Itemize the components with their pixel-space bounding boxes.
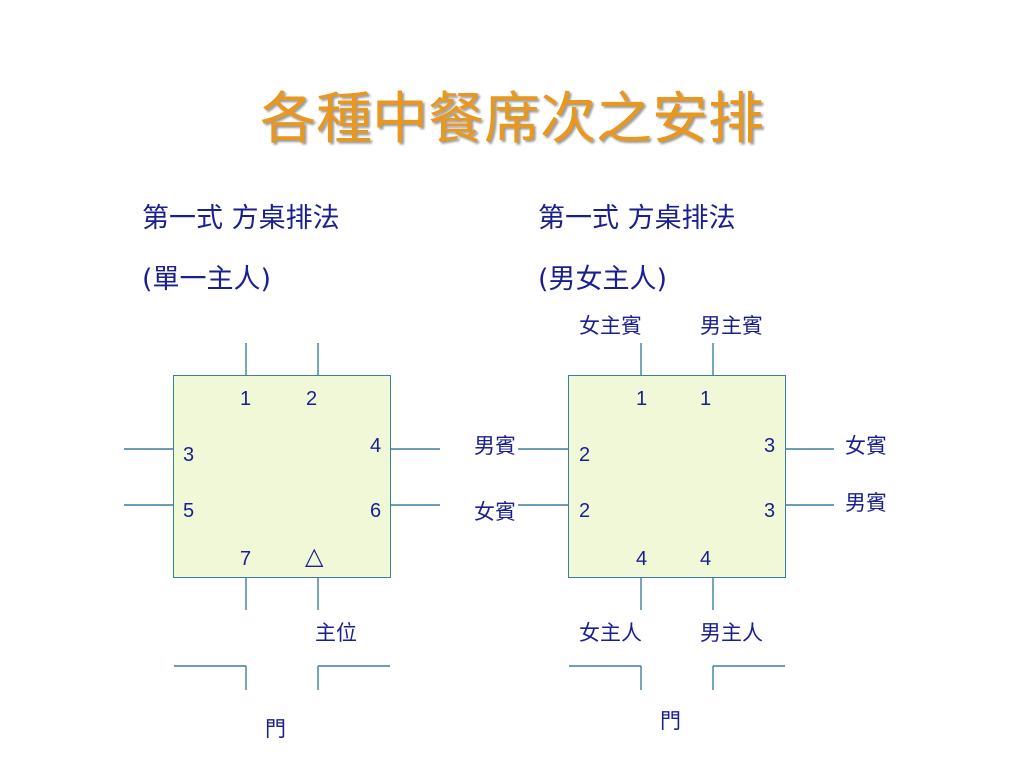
right-seat-right-lower: 3 xyxy=(764,500,776,522)
left-seat-7: 7 xyxy=(240,548,252,570)
left-seat-4: 4 xyxy=(370,435,382,457)
left-host-label: 主位 xyxy=(315,621,357,645)
right-left-upper-label: 男賓 xyxy=(474,434,516,458)
right-heading-line2: (男女主人) xyxy=(538,264,668,295)
right-bottom-left-label: 女主人 xyxy=(579,621,642,645)
left-seat-3: 3 xyxy=(183,444,195,466)
right-top-left-label: 女主賓 xyxy=(579,314,642,338)
right-door-label: 門 xyxy=(660,709,681,733)
right-seat-bottom-left: 4 xyxy=(636,548,648,570)
left-heading-line2: (單一主人) xyxy=(142,264,272,295)
right-seat-bottom-right: 4 xyxy=(700,548,712,570)
left-seat-1: 1 xyxy=(240,388,252,410)
page-title: 各種中餐席次之安排 xyxy=(260,87,764,152)
left-heading-line1: 第一式 方桌排法 xyxy=(142,203,340,234)
right-left-lower-label: 女賓 xyxy=(474,500,516,524)
left-door-label: 門 xyxy=(265,717,286,741)
right-right-upper-label: 女賓 xyxy=(845,434,887,458)
left-seat-5: 5 xyxy=(183,500,195,522)
left-seat-6: 6 xyxy=(370,500,382,522)
host-triangle-icon: △ xyxy=(305,543,324,570)
left-seat-2: 2 xyxy=(306,388,318,410)
right-seat-left-lower: 2 xyxy=(579,500,591,522)
right-bottom-right-label: 男主人 xyxy=(700,621,763,645)
right-seat-top-right: 1 xyxy=(700,388,712,410)
right-seat-left-upper: 2 xyxy=(579,444,591,466)
right-top-right-label: 男主賓 xyxy=(700,314,763,338)
right-heading-line1: 第一式 方桌排法 xyxy=(538,203,736,234)
right-right-lower-label: 男賓 xyxy=(845,491,887,515)
right-square-table xyxy=(568,375,786,578)
left-square-table xyxy=(173,375,391,578)
right-seat-right-upper: 3 xyxy=(764,435,776,457)
right-seat-top-left: 1 xyxy=(636,388,648,410)
